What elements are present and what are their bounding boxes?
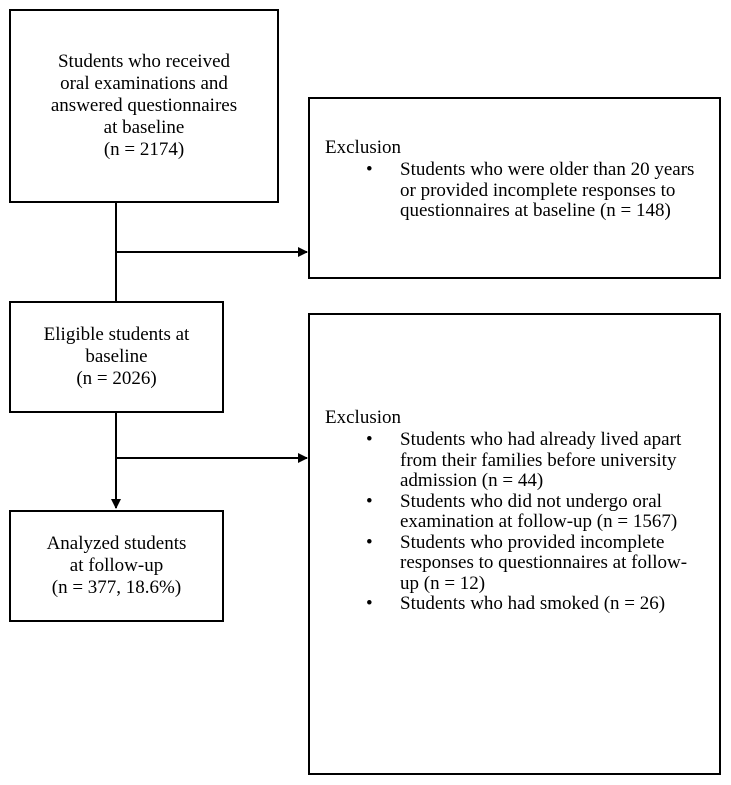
baseline-line-2: oral examinations and [60,73,228,94]
bullet-icon: • [366,429,373,450]
baseline-line-1: Students who received [57,51,230,72]
baseline-line-3: answered questionnaires [50,95,238,116]
baseline-students-box: Students who received oral examinations … [9,9,279,203]
exclusion-1-list: • Students who were older than 20 years … [366,159,700,222]
exclusion-box-1: Exclusion • Students who were older than… [308,97,721,279]
exclusion-2-item: • Students who provided incomplete respo… [366,531,705,595]
bullet-icon: • [366,490,373,512]
exclusion-2-item: • Students who had smoked (n = 26) [366,593,705,615]
baseline-count: (n = 2174) [103,139,185,160]
exclusion-2-item-1-text: Students who had already lived apart fro… [400,429,682,491]
exclusion-1-item: • Students who were older than 20 years … [366,159,700,222]
baseline-line-4: at baseline [103,117,185,138]
exclusion-2-item-3-text: Students who provided incomplete respons… [400,531,688,594]
analyzed-line-1: Analyzed students [46,533,187,554]
analyzed-count: (n = 377, 18.6%) [51,577,182,598]
eligible-line-2: baseline [85,346,148,367]
exclusion-2-item: • Students who had already lived apart f… [366,429,705,492]
exclusion-1-title: Exclusion [325,137,401,158]
exclusion-2-item: • Students who did not undergo oral exam… [366,490,705,533]
exclusion-2-title: Exclusion [325,407,401,428]
bullet-icon: • [366,593,373,614]
exclusion-box-2: Exclusion • Students who had already liv… [308,313,721,775]
eligible-count: (n = 2026) [76,368,157,389]
eligible-line-1: Eligible students at [43,324,190,345]
bullet-icon: • [366,159,373,180]
exclusion-2-item-4-text: Students who had smoked (n = 26) [400,593,666,614]
analyzed-line-2: at follow-up [69,555,164,576]
exclusion-1-item-text: Students who were older than 20 years or… [400,159,695,221]
bullet-icon: • [366,531,373,553]
exclusion-2-list: • Students who had already lived apart f… [366,429,705,615]
eligible-students-box: Eligible students at baseline (n = 2026) [9,301,224,413]
exclusion-2-item-2-text: Students who did not undergo oral examin… [400,490,678,532]
analyzed-students-box: Analyzed students at follow-up (n = 377,… [9,510,224,622]
